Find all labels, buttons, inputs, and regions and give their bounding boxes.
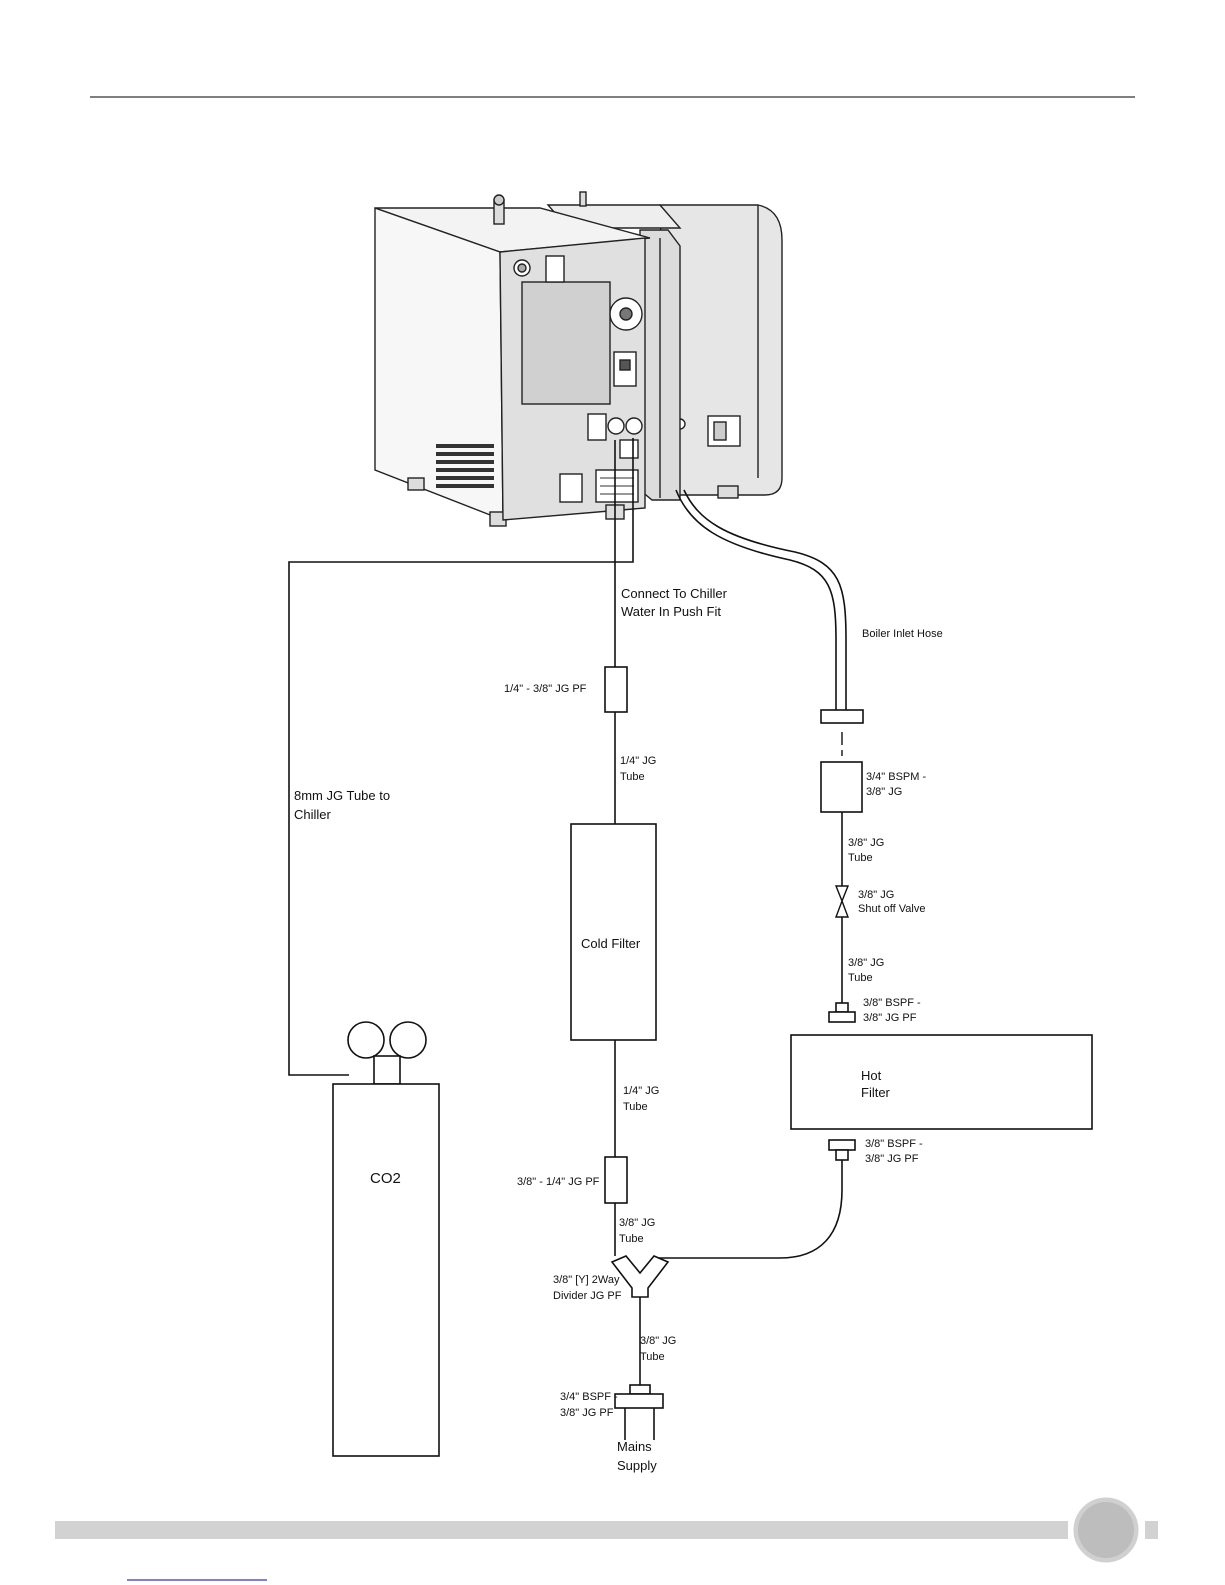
mains-adapter-label-line2: 3/8" JG PF: [560, 1407, 614, 1419]
hot-bottom-fitting-label-line2: 3/8" JG PF: [865, 1153, 919, 1165]
boiler-inlet-hose-label: Boiler Inlet Hose: [862, 628, 943, 640]
y-divider-label-line1: 3/8" [Y] 2Way: [553, 1274, 620, 1286]
hot-filter-top-fitting: [828, 1002, 856, 1023]
tube-label-38c-line1: 3/8" JG: [848, 837, 884, 849]
mains-adapter: [614, 1384, 664, 1440]
co2-line: [288, 438, 634, 1076]
tube-label-14a-line1: 1/4" JG: [620, 755, 656, 767]
hot-filter: [790, 1034, 1093, 1130]
co2-cylinder: [332, 1021, 440, 1457]
tube-label-14b-line2: Tube: [623, 1101, 648, 1113]
tube-label-14b-line1: 1/4" JG: [623, 1085, 659, 1097]
co2-tube-label-line2: Chiller: [294, 807, 332, 822]
reducer-top-label: 1/4" - 3/8" JG PF: [504, 683, 587, 695]
hot-filter-label-line2: Filter: [861, 1085, 891, 1100]
tube-label-38b-line2: Tube: [640, 1351, 665, 1363]
hot-filter-to-divider-line: [655, 1160, 843, 1259]
bspm-label-line1: 3/4" BSPM -: [866, 771, 926, 783]
cold-filter-label: Cold Filter: [581, 936, 641, 951]
hot-top-fitting-label-line2: 3/8" JG PF: [863, 1012, 917, 1024]
boiler-inlet-hose: [675, 489, 837, 710]
co2-label: CO2: [370, 1170, 401, 1187]
mains-supply-label-line1: Mains: [617, 1439, 652, 1454]
hot-filter-label-line1: Hot: [861, 1068, 882, 1083]
connect-label-line2: Water In Push Fit: [621, 604, 721, 619]
footer-bar: [55, 1521, 1068, 1539]
y-divider-label-line2: Divider JG PF: [553, 1290, 622, 1302]
tube-label-14a-line2: Tube: [620, 771, 645, 783]
reducer-fitting-bottom: [604, 1156, 628, 1204]
tube-label-38a-line1: 3/8" JG: [619, 1217, 655, 1229]
bspm-label-line2: 3/8" JG: [866, 786, 902, 798]
hot-filter-bottom-fitting: [828, 1139, 856, 1161]
hot-top-fitting-label-line1: 3/8" BSPF -: [863, 997, 921, 1009]
shut-off-valve: [834, 885, 850, 918]
connect-label-line1: Connect To Chiller: [621, 586, 728, 601]
y-divider: [610, 1255, 670, 1298]
tube-label-38c-line2: Tube: [848, 852, 873, 864]
tube-label-38b-line1: 3/8" JG: [640, 1335, 676, 1347]
hot-bottom-fitting-label-line1: 3/8" BSPF -: [865, 1138, 923, 1150]
co2-tube-label-line1: 8mm JG Tube to: [294, 788, 390, 803]
reducer-bottom-label: 3/8" - 1/4" JG PF: [517, 1176, 600, 1188]
tube-label-38d-line2: Tube: [848, 972, 873, 984]
reducer-fitting-top: [604, 666, 628, 713]
footer-bar-end: [1145, 1521, 1158, 1539]
hose-connector: [820, 709, 864, 724]
chiller-boiler-unit-illustration: [374, 191, 783, 527]
mains-adapter-label-line1: 3/4" BSPF -: [560, 1391, 618, 1403]
bspm-adapter: [820, 761, 863, 813]
tube-label-38d-line1: 3/8" JG: [848, 957, 884, 969]
valve-label-line1: 3/8" JG: [858, 889, 894, 901]
valve-label-line2: Shut off Valve: [858, 903, 925, 915]
mains-supply-label-line2: Supply: [617, 1458, 657, 1473]
cold-filter: [570, 823, 657, 1041]
tube-label-38a-line2: Tube: [619, 1233, 644, 1245]
